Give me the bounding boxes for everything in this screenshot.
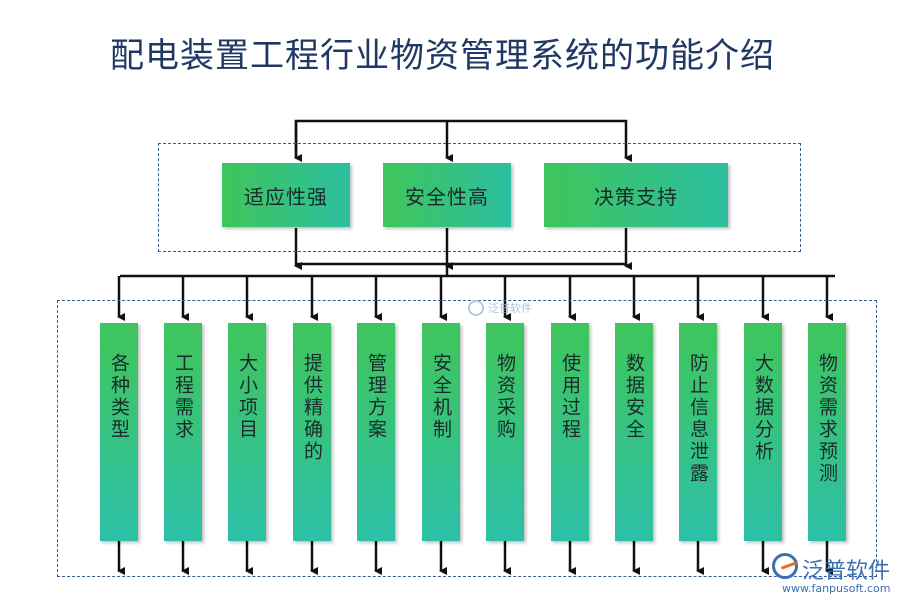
column-label-8: 使用过程 [559, 353, 581, 441]
feature-decision-support-label: 决策支持 [594, 184, 678, 209]
column-label-6: 安全机制 [430, 353, 452, 441]
column-label-4: 提供精确的 [301, 353, 323, 463]
brand-logo-icon [772, 553, 798, 579]
watermark-faint-text: 泛普软件 [488, 302, 532, 315]
bottom-group-frame [57, 300, 877, 577]
column-box-3: 大小项目 [228, 323, 266, 541]
feature-decision-support: 决策支持 [544, 163, 728, 227]
feature-security-label: 安全性高 [405, 184, 489, 209]
page-title: 配电装置工程行业物资管理系统的功能介绍 [110, 36, 775, 76]
column-label-11: 大数据分析 [752, 353, 774, 463]
column-label-2: 工程需求 [172, 353, 194, 441]
watermark-url: www.fanpusoft.com [782, 582, 891, 595]
feature-security: 安全性高 [383, 163, 511, 227]
column-label-10: 防止信息泄露 [687, 353, 709, 485]
column-box-9: 数据安全 [615, 323, 653, 541]
column-label-3: 大小项目 [236, 353, 258, 441]
column-label-7: 物资采购 [494, 353, 516, 441]
column-box-1: 各种类型 [100, 323, 138, 541]
watermark-faint-icon [468, 300, 484, 316]
top-group-frame [158, 143, 801, 252]
watermark-brand: 泛普软件 [802, 559, 891, 584]
column-box-7: 物资采购 [486, 323, 524, 541]
column-label-5: 管理方案 [365, 353, 387, 441]
feature-adaptability-label: 适应性强 [244, 184, 328, 209]
column-box-8: 使用过程 [551, 323, 589, 541]
column-box-12: 物资需求预测 [808, 323, 846, 541]
column-label-1: 各种类型 [108, 353, 130, 441]
column-box-4: 提供精确的 [293, 323, 331, 541]
column-box-5: 管理方案 [357, 323, 395, 541]
column-label-12: 物资需求预测 [816, 353, 838, 485]
column-label-9: 数据安全 [623, 353, 645, 441]
column-box-2: 工程需求 [164, 323, 202, 541]
column-box-6: 安全机制 [422, 323, 460, 541]
feature-adaptability: 适应性强 [222, 163, 350, 227]
column-box-11: 大数据分析 [744, 323, 782, 541]
column-box-10: 防止信息泄露 [679, 323, 717, 541]
